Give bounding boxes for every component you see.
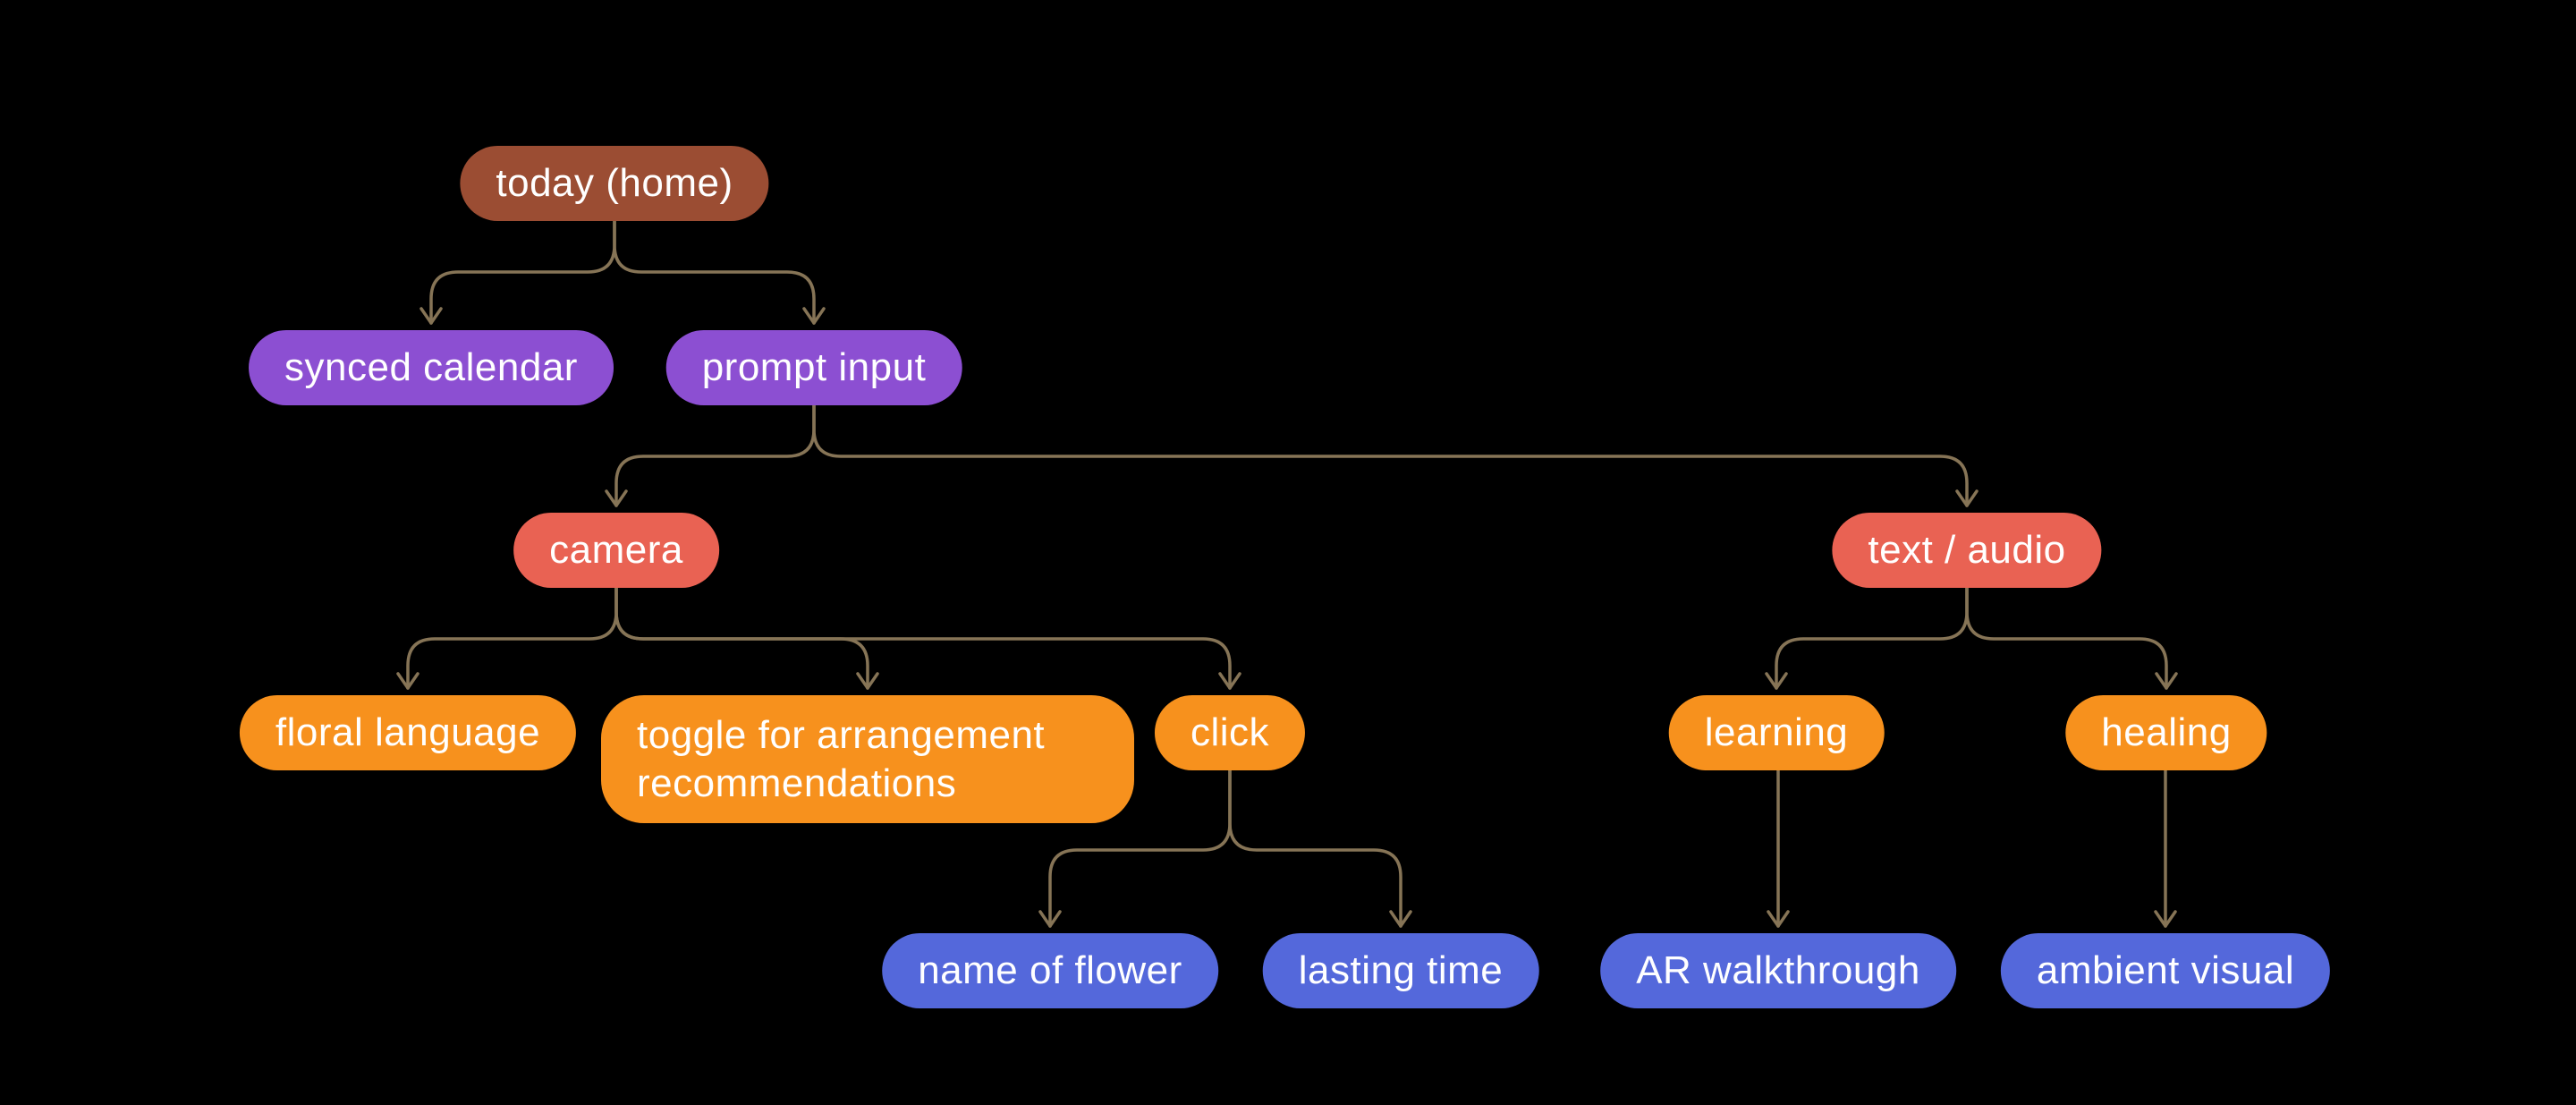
connector-click-to-name-of-flower	[1048, 769, 1232, 928]
node-synced-calendar[interactable]: synced calendar	[249, 330, 614, 405]
arrowhead-text-audio	[1955, 489, 1979, 507]
arrowhead-click	[1218, 672, 1241, 690]
arrowhead-ambient-visual	[2154, 910, 2177, 928]
arrowhead-floral-language	[396, 672, 419, 690]
node-prompt-input[interactable]: prompt input	[665, 330, 962, 405]
arrowhead-prompt-input	[802, 307, 826, 325]
arrowhead-camera	[605, 489, 628, 507]
arrowhead-ar-walkthrough	[1767, 910, 1790, 928]
node-toggle-recommendations[interactable]: toggle for arrangement recommendations	[601, 695, 1134, 823]
node-learning[interactable]: learning	[1668, 695, 1885, 770]
node-ambient-visual[interactable]: ambient visual	[2000, 933, 2331, 1008]
arrowhead-learning	[1765, 672, 1788, 690]
node-click[interactable]: click	[1154, 695, 1306, 770]
node-camera[interactable]: camera	[513, 513, 719, 588]
node-text-audio[interactable]: text / audio	[1832, 513, 2102, 588]
connector-today-home-to-synced-calendar	[429, 219, 616, 325]
connector-click-to-lasting-time	[1228, 769, 1402, 928]
arrowhead-name-of-flower	[1038, 910, 1062, 928]
node-name-of-flower[interactable]: name of flower	[882, 933, 1218, 1008]
connector-text-audio-to-healing	[1965, 586, 2168, 690]
node-healing[interactable]: healing	[2065, 695, 2267, 770]
connector-today-home-to-prompt-input	[613, 219, 816, 325]
connector-camera-to-floral-language	[406, 586, 618, 690]
node-floral-language[interactable]: floral language	[239, 695, 577, 770]
node-ar-walkthrough[interactable]: AR walkthrough	[1600, 933, 1956, 1008]
connector-prompt-input-to-camera	[614, 404, 816, 507]
node-lasting-time[interactable]: lasting time	[1262, 933, 1539, 1008]
arrowhead-toggle-recommendations	[856, 672, 879, 690]
connector-prompt-input-to-text-audio	[812, 404, 1969, 507]
node-today-home[interactable]: today (home)	[460, 146, 769, 221]
arrowhead-healing	[2155, 672, 2178, 690]
arrowhead-lasting-time	[1389, 910, 1412, 928]
connector-camera-to-click	[614, 586, 1232, 690]
arrowhead-synced-calendar	[419, 307, 443, 325]
connector-text-audio-to-learning	[1775, 586, 1969, 690]
